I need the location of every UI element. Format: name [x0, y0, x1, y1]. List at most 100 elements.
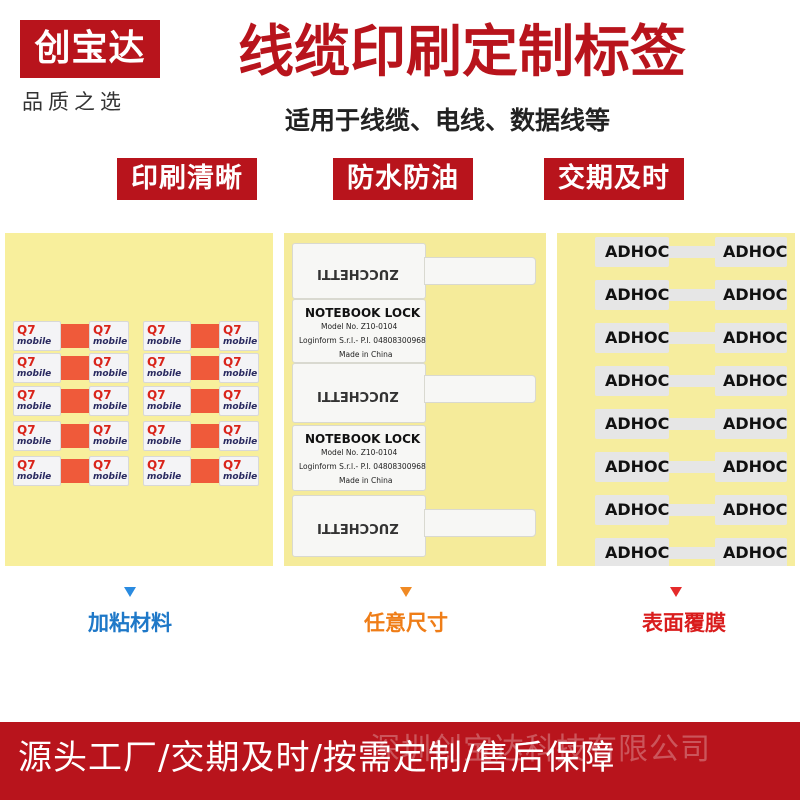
label-title: NOTEBOOK LOCK — [305, 432, 421, 446]
adhoc-text: ADHOC — [605, 457, 670, 476]
company-watermark: 深圳创宝达科技有限公司 — [370, 732, 711, 767]
q7-label-text: mobile — [147, 369, 182, 379]
feature-badge-clear-print: 印刷清晰 — [117, 158, 257, 200]
adhoc-label-left — [595, 452, 669, 482]
adhoc-text: ADHOC — [723, 500, 788, 519]
brand-slogan: 品质之选 — [22, 90, 126, 114]
adhoc-label-left — [595, 366, 669, 396]
page-title: 线缆印刷定制标签 — [238, 20, 686, 85]
adhoc-text: ADHOC — [723, 285, 788, 304]
adhoc-text: ADHOC — [723, 457, 788, 476]
adhoc-label: ADHOC ADHOC — [595, 452, 788, 482]
label-title: NOTEBOOK LOCK — [305, 306, 421, 320]
adhoc-label-right — [715, 538, 787, 566]
q7-label-text: mobile — [147, 402, 182, 412]
q7-label-text: mobile — [147, 472, 182, 482]
q7-label-text: mobile — [147, 437, 182, 447]
adhoc-text: ADHOC — [605, 543, 670, 562]
q7-logo: Q7 — [147, 458, 166, 472]
q7-label-text: mobile — [17, 437, 52, 447]
adhoc-label-stem — [667, 461, 717, 473]
adhoc-label-stem — [667, 289, 717, 301]
q7-label-text: mobile — [17, 402, 52, 412]
product-photo-notebook-lock-tags: ZUCCHETTI NOTEBOOK LOCK Model No. Z10-01… — [284, 233, 546, 566]
product-photo-adhoc-labels: ADHOC ADHOC ADHOC ADHOC ADHOC ADHOC ADHOC ADHOC… — [557, 233, 795, 566]
notebook-lock-label: NOTEBOOK LOCK Model No. Z10-0104 Loginfo… — [292, 299, 426, 363]
q7-label-text: mobile — [93, 337, 128, 347]
q7-logo: Q7 — [223, 458, 242, 472]
adhoc-text: ADHOC — [605, 414, 670, 433]
caption-arrow-icon — [670, 587, 682, 597]
zucchetti-logo: ZUCCHETTI — [317, 520, 399, 535]
q7-logo: Q7 — [223, 388, 242, 402]
adhoc-label-right — [715, 409, 787, 439]
adhoc-label-left — [595, 323, 669, 353]
q7-logo: Q7 — [17, 323, 36, 337]
feature-badge-fast-delivery: 交期及时 — [544, 158, 684, 200]
adhoc-text: ADHOC — [723, 543, 788, 562]
label-origin: Made in China — [339, 476, 393, 485]
adhoc-label-stem — [667, 547, 717, 559]
adhoc-label-stem — [667, 418, 717, 430]
q7-logo: Q7 — [223, 355, 242, 369]
adhoc-label: ADHOC ADHOC — [595, 409, 788, 439]
adhoc-label-right — [715, 237, 787, 267]
q7-label-text: mobile — [93, 402, 128, 412]
tag-tail — [424, 257, 536, 285]
q7-logo: Q7 — [147, 423, 166, 437]
caption-arrow-icon — [400, 587, 412, 597]
q7-logo: Q7 — [223, 323, 242, 337]
adhoc-label-right — [715, 495, 787, 525]
adhoc-label: ADHOC ADHOC — [595, 495, 788, 525]
tag-tail — [424, 375, 536, 403]
adhoc-text: ADHOC — [605, 500, 670, 519]
zucchetti-tag: ZUCCHETTI — [292, 495, 426, 557]
q7-logo: Q7 — [17, 355, 36, 369]
adhoc-text: ADHOC — [723, 414, 788, 433]
q7-label-text: mobile — [17, 337, 52, 347]
q7-logo: Q7 — [93, 458, 112, 472]
adhoc-label-stem — [667, 246, 717, 258]
adhoc-label-left — [595, 409, 669, 439]
q7-logo: Q7 — [93, 388, 112, 402]
adhoc-text: ADHOC — [605, 371, 670, 390]
q7-logo: Q7 — [147, 323, 166, 337]
footer-slogan: 源头工厂/交期及时/按需定制/售后保障 — [18, 738, 616, 778]
q7-label-text: mobile — [223, 437, 258, 447]
brand-logo: 创宝达 — [20, 20, 160, 78]
caption-surface-lamination: 表面覆膜 — [642, 611, 726, 635]
tag-tail — [424, 509, 536, 537]
caption-any-size: 任意尺寸 — [364, 611, 448, 635]
adhoc-label: ADHOC ADHOC — [595, 538, 788, 566]
adhoc-text: ADHOC — [605, 328, 670, 347]
q7-label-text: mobile — [223, 472, 258, 482]
adhoc-label-left — [595, 495, 669, 525]
zucchetti-logo: ZUCCHETTI — [317, 388, 399, 403]
adhoc-label-right — [715, 366, 787, 396]
adhoc-label-right — [715, 280, 787, 310]
